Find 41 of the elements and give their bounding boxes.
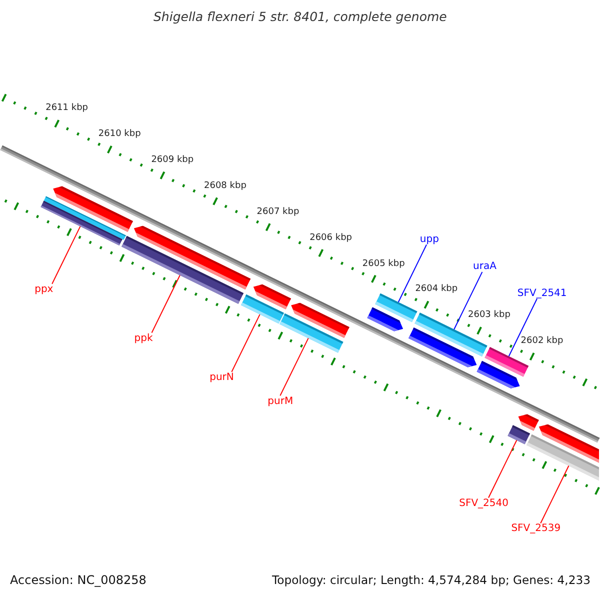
gene-block xyxy=(476,360,520,388)
gene-label: upp xyxy=(420,234,439,245)
scale-label: 2608 kbp xyxy=(204,180,246,192)
scale-label: 2602 kbp xyxy=(520,336,564,347)
gene-bar xyxy=(280,313,344,353)
title: Shigella flexneri 5 str. 8401, complete genome xyxy=(154,10,447,24)
gene-block xyxy=(518,414,539,431)
leader-line xyxy=(151,274,180,334)
gene-bar xyxy=(40,200,122,246)
leader-line xyxy=(398,244,428,303)
leader-line xyxy=(231,314,260,372)
leader-line xyxy=(52,226,81,284)
gene-label: purN xyxy=(210,372,234,383)
accession-text: Accession: NC_008258 xyxy=(10,574,146,588)
scale-label: 2610 kbp xyxy=(98,129,141,140)
gene-block xyxy=(367,307,404,332)
gene-block xyxy=(408,328,477,368)
genome-stats-text: Topology: circular; Length: 4,574,284 bp; Genes: 4,233 xyxy=(272,574,590,588)
leader-line xyxy=(488,440,518,498)
gene-label: SFV_2541 xyxy=(517,288,567,299)
scale-label: 2604 kbp xyxy=(415,284,458,295)
gene-bar xyxy=(526,434,599,481)
gene-bar xyxy=(122,236,244,304)
gene-label: SFV_2539 xyxy=(511,523,561,534)
leader-line xyxy=(540,465,570,524)
leader-line xyxy=(280,338,309,396)
scale-label: 2603 kbp xyxy=(468,310,510,321)
gene-label: purM xyxy=(268,396,294,407)
gene-label: SFV_2540 xyxy=(459,498,508,509)
gene-bar xyxy=(508,425,530,444)
leader-line xyxy=(454,271,483,330)
leader-line xyxy=(508,298,538,357)
gene-label: uraA xyxy=(473,260,496,272)
gene-bar xyxy=(240,294,284,324)
scale-label: 2609 kbp xyxy=(151,155,194,166)
scale-label: 2611 kbp xyxy=(46,103,88,114)
scale-label: 2606 kbp xyxy=(310,232,352,244)
gene-label: ppk xyxy=(134,332,153,344)
scale-label: 2605 kbp xyxy=(362,258,405,269)
scale-label: 2607 kbp xyxy=(256,206,300,218)
gene-label: ppx xyxy=(34,284,54,295)
